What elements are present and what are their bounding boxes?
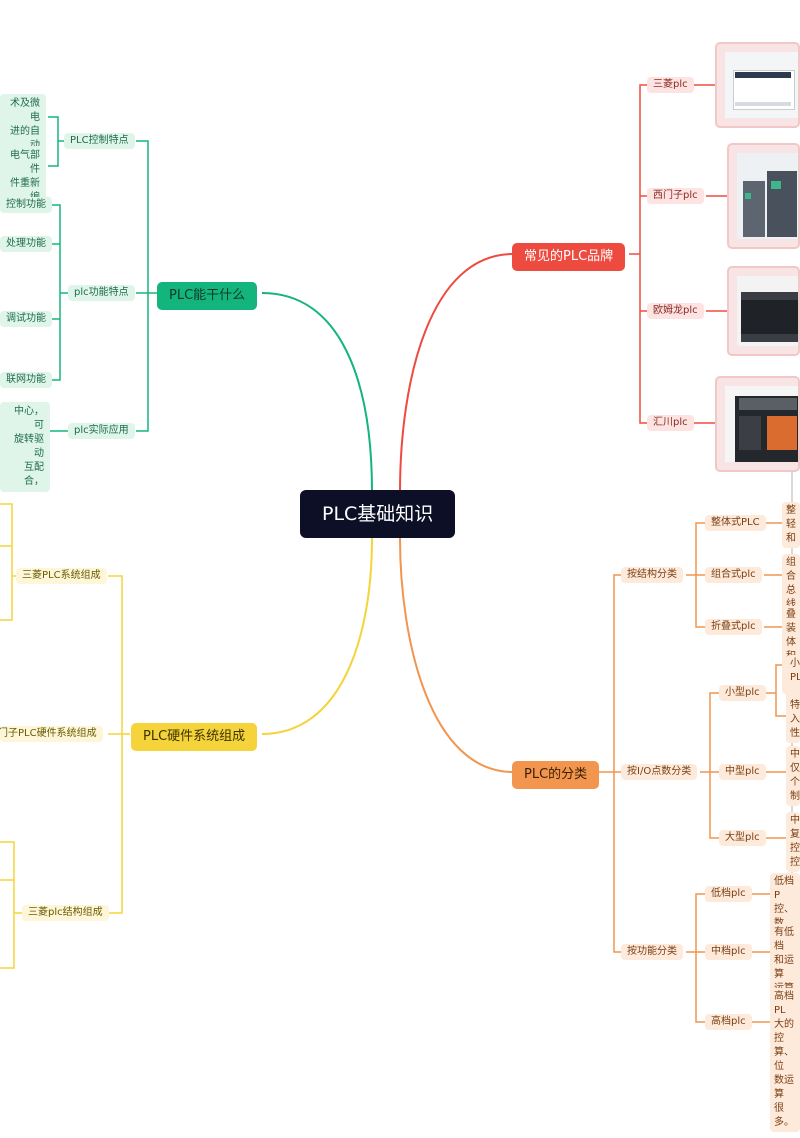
leaf-application: 中心，可 旋转驱动 互配合， [0,402,50,492]
leaf-large-desc: 中 复 控 控 [786,812,800,872]
leaf-small-desc: 小 PL 特 入 性 [786,655,800,743]
group-by-io-points[interactable]: 按I/O点数分类 [621,764,698,780]
leaf-medium-desc: 中 仅 个 制 [786,746,800,806]
group-mitsubishi-plc-system[interactable]: 三菱PLC系统组成 [16,568,107,584]
leaf-control-function: 控制功能 [0,197,52,213]
brand-inovance[interactable]: 汇川plc [647,415,694,431]
inovance-plc-photo [715,376,800,472]
item-mid-grade-plc[interactable]: 中档plc [705,944,752,960]
leaf-processing-function: 处理功能 [0,236,52,252]
group-plc-applications[interactable]: plc实际应用 [68,423,135,439]
brand-mitsubishi[interactable]: 三菱plc [647,77,694,93]
leaf-high-grade-desc: 高档PL 大的控 算、位 数运算 很多。 [770,988,800,1132]
leaf-network-function: 联网功能 [0,372,52,388]
item-low-grade-plc[interactable]: 低档plc [705,886,752,902]
branch-plc-classification[interactable]: PLC的分类 [512,761,600,789]
branch-what-plc-can-do[interactable]: PLC能干什么 [157,282,258,310]
item-modular-plc[interactable]: 组合式plc [705,567,762,583]
item-large-plc[interactable]: 大型plc [719,830,766,846]
group-plc-function-features[interactable]: plc功能特点 [68,285,135,301]
leaf-integral-desc: 整 轻 和 [782,502,800,548]
siemens-plc-photo [727,143,800,249]
omron-plc-photo [727,266,800,356]
group-plc-control-features[interactable]: PLC控制特点 [64,133,135,149]
group-mitsubishi-plc-structure[interactable]: 三菱plc结构组成 [22,905,109,921]
mitsubishi-plc-photo [715,42,800,128]
siemens-hardware-label: 西门子PLC硬件系统组成 [0,728,97,739]
item-high-grade-plc[interactable]: 高档plc [705,1014,752,1030]
item-medium-plc[interactable]: 中型plc [719,764,766,780]
leaf-control-feature-1: 术及微电 进的自动 [0,94,46,156]
branch-common-plc-brands[interactable]: 常见的PLC品牌 [512,243,626,271]
group-siemens-plc-hardware[interactable]: 西门子PLC硬件系统组成 [0,726,103,742]
branch-plc-hardware-composition[interactable]: PLC硬件系统组成 [131,723,258,751]
root-topic[interactable]: PLC基础知识 [300,490,456,538]
leaf-debug-function: 调试功能 [0,311,52,327]
brand-omron[interactable]: 欧姆龙plc [647,303,704,319]
item-integral-plc[interactable]: 整体式PLC [705,515,766,531]
group-by-structure[interactable]: 按结构分类 [621,567,683,583]
group-by-function[interactable]: 按功能分类 [621,944,683,960]
brand-siemens[interactable]: 西门子plc [647,188,704,204]
item-small-plc[interactable]: 小型plc [719,685,766,701]
item-stacked-plc[interactable]: 折叠式plc [705,619,762,635]
